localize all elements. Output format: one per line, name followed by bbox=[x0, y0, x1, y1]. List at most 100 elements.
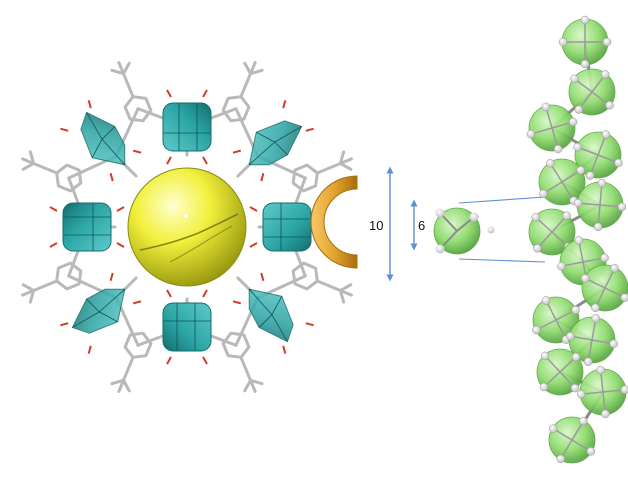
hydrogen-atom bbox=[580, 15, 590, 25]
octahedron bbox=[60, 100, 142, 182]
hydrogen-atom bbox=[620, 293, 628, 302]
ligand-ring bbox=[221, 331, 251, 359]
ligand-ring bbox=[291, 261, 319, 291]
methyl-branch bbox=[338, 289, 353, 297]
pore-ring-icon bbox=[310, 175, 358, 269]
hydrogen-atom bbox=[605, 100, 614, 110]
ligand-ring bbox=[123, 331, 153, 359]
hydrogen-atom bbox=[573, 198, 583, 208]
hydrogen-atom bbox=[597, 178, 607, 188]
hydrogen-atom bbox=[601, 409, 610, 419]
ligand-arm bbox=[121, 72, 135, 99]
prism-polyhedron bbox=[49, 202, 125, 252]
hydrogen-atom bbox=[573, 142, 582, 152]
methyl-branch bbox=[21, 157, 36, 165]
octahedron bbox=[232, 272, 314, 354]
dimension-label-large: 10 bbox=[369, 218, 383, 233]
hydrogen-atom bbox=[526, 129, 536, 139]
hydrogen-atom bbox=[620, 385, 628, 394]
hydrogen-atom bbox=[600, 70, 610, 79]
hydrogen-atom bbox=[591, 303, 600, 313]
hydrogen-atom bbox=[580, 59, 590, 69]
hydrogen-atom bbox=[609, 339, 618, 349]
hydrogen-atom bbox=[541, 296, 551, 305]
methyl-branch bbox=[21, 283, 36, 293]
hydrogen-atom bbox=[617, 202, 627, 212]
hydrogen-atom bbox=[576, 166, 585, 175]
ligand-arm bbox=[239, 355, 253, 382]
hydrogen-atom bbox=[614, 158, 623, 168]
ligand-ring bbox=[291, 163, 319, 193]
hydrogen-atom bbox=[566, 331, 575, 341]
methyl-branch bbox=[110, 378, 125, 386]
hydrogen-atom bbox=[562, 211, 571, 220]
ligand-arm bbox=[315, 161, 342, 175]
hydrogen-atom bbox=[571, 305, 580, 315]
hydrogen-atom bbox=[591, 314, 601, 323]
ligand-ring bbox=[55, 163, 83, 193]
methyl-branch bbox=[338, 283, 353, 293]
hydrogen-atom bbox=[593, 222, 603, 232]
hydrogen-atom bbox=[610, 263, 619, 273]
isolated-methyl-unit bbox=[433, 207, 495, 255]
octahedron bbox=[232, 100, 314, 182]
prism-polyhedron bbox=[162, 289, 212, 365]
hydrogen-atom bbox=[533, 244, 542, 253]
hydrogen-atom bbox=[583, 357, 593, 366]
hydrogen-atom bbox=[558, 37, 568, 47]
polyhedra-group bbox=[49, 89, 325, 365]
hydrogen-atom bbox=[570, 74, 579, 84]
methyl-branch bbox=[28, 150, 36, 165]
methyl-branch bbox=[338, 161, 353, 171]
ligand-ring bbox=[55, 261, 83, 291]
dimension-arrow-small: 6 bbox=[410, 199, 425, 251]
methyl-branch bbox=[28, 289, 36, 304]
ligand-arm bbox=[315, 279, 342, 293]
hydrogen-atom bbox=[576, 390, 586, 399]
hydrogen-atom bbox=[531, 213, 540, 222]
hydrogen-atom bbox=[539, 382, 549, 392]
hydrogen-atom bbox=[580, 274, 590, 283]
hydrogen-atom bbox=[570, 383, 580, 393]
ligand-ring bbox=[123, 95, 153, 123]
hydrogen-atom bbox=[596, 365, 605, 375]
methyl-branch bbox=[117, 61, 125, 76]
methyl-branch bbox=[249, 68, 264, 76]
methyl-branch bbox=[117, 378, 125, 393]
hydrogen-atom bbox=[600, 253, 609, 263]
hydrogen-atom bbox=[602, 37, 612, 47]
hydrogen-atom bbox=[585, 171, 595, 180]
hydrogen-atom bbox=[557, 261, 566, 271]
hydrogen-atom bbox=[541, 102, 551, 112]
ligand-arm bbox=[32, 161, 59, 175]
hydrogen-atom bbox=[539, 189, 548, 198]
methyl-branch bbox=[243, 61, 253, 76]
prism-polyhedron bbox=[162, 89, 212, 165]
ligand-ring bbox=[221, 95, 251, 123]
dimension-label-small: 6 bbox=[418, 218, 425, 233]
hydrogen-atom bbox=[574, 105, 584, 114]
methyl-branch bbox=[338, 150, 346, 165]
hydrogen-atom bbox=[532, 325, 541, 335]
ligand-arm bbox=[239, 72, 253, 99]
hydrogen-atom bbox=[601, 130, 611, 139]
hydrogen-atom bbox=[579, 416, 588, 426]
hydrogen-atom bbox=[586, 447, 596, 456]
methyl-branch bbox=[338, 289, 346, 304]
methyl-branch bbox=[338, 157, 353, 165]
metal-organic-cage-icon bbox=[21, 61, 353, 393]
methyl-branch bbox=[121, 378, 131, 393]
hydrogen-atom bbox=[546, 159, 555, 168]
hydrogen-atom bbox=[571, 352, 581, 362]
methyl-branch bbox=[21, 289, 36, 297]
methyl-branch bbox=[21, 161, 36, 171]
octahedron bbox=[60, 272, 142, 354]
methyl-branch bbox=[249, 378, 257, 393]
hydrogen-atom bbox=[548, 424, 558, 433]
methyl-branch bbox=[249, 61, 257, 76]
hydrogen-atom bbox=[553, 144, 563, 154]
methyl-branch bbox=[110, 68, 125, 76]
alkyl-chain-molecule-icon bbox=[526, 15, 628, 464]
hydrogen-atom bbox=[540, 351, 550, 361]
